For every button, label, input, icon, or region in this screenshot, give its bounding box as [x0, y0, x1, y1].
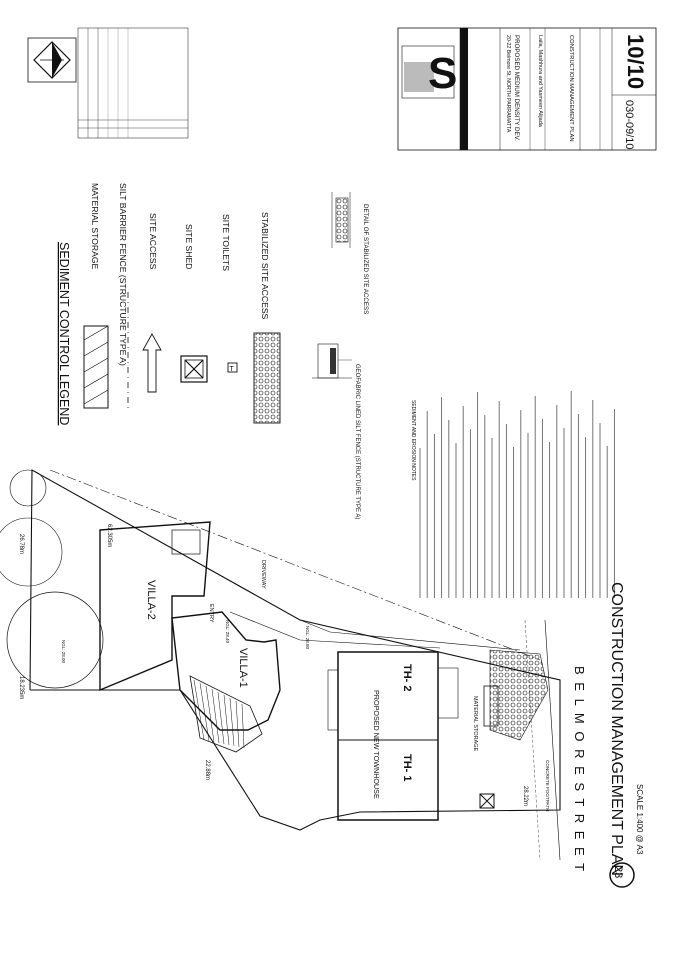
material-storage-symbol: [83, 325, 109, 409]
legend-label-silt-fence: SILT BARRIER FENCE (STRUCTURE TYPE A): [118, 183, 128, 366]
north-arrow-icon: [33, 41, 71, 79]
project-address: 20-22 Belmore St, NORTH PARRAMATTA: [505, 35, 511, 133]
site-plan: VILLA-2 VILLA-1 TH- 1 TH- 2 PROPOSED NEW…: [0, 469, 561, 861]
erosion-notes: SEDIMENT AND EROSION NOTES: [410, 391, 615, 598]
plan-site-shed-icon: [479, 793, 495, 809]
north-arrow-block: [27, 37, 77, 83]
stair-tread: [235, 700, 240, 748]
silt-fence-caption: GEOFABRIC LINED SILT FENCE (STRUCTURE TY…: [354, 364, 360, 519]
dim-front: 62.305m: [106, 524, 112, 547]
site-access-arrow-icon: [142, 333, 162, 393]
rl-label-c: NGL: 28.80: [305, 626, 310, 650]
title-block: S PROPOSED MEDIUM DENSITY DEV. 20-22 Bel…: [397, 27, 657, 151]
tree-circle: [6, 591, 104, 689]
label-footpath: CONCRETE FOOTPATH: [545, 760, 550, 811]
tree-circle: [0, 517, 63, 587]
revision-table: [77, 27, 189, 139]
dim-rear: 26.78m: [18, 534, 24, 554]
dim-rear-2: 18.235m: [18, 676, 24, 699]
stabilized-access-symbol: [253, 332, 281, 424]
stair-tread: [241, 703, 245, 749]
company-logo-text: S: [428, 49, 457, 98]
plan-material-storage: [483, 685, 499, 727]
drawing-title: CONSTRUCTION MANAGEMENT PLAN: [608, 582, 625, 876]
property-boundary: [29, 469, 561, 831]
stair-tread: [211, 688, 220, 744]
drawing-number: 23: [612, 866, 624, 878]
silt-fence-line: [49, 469, 541, 661]
company-logo: S: [401, 45, 457, 99]
legend-label-site-toilets: SITE TOILETS: [221, 214, 231, 271]
dim-street: 28.22m: [522, 786, 528, 806]
drawing-scale: SCALE 1:400 @ A3: [635, 784, 644, 855]
stair-tread: [229, 697, 235, 747]
label-villa-1: VILLA-1: [237, 648, 249, 688]
legend-label-site-access: SITE ACCESS: [148, 213, 158, 270]
townhouse-outline: [337, 651, 439, 821]
stabilized-access-detail: DETAIL OF STABILIZED SITE ACCESS: [331, 192, 369, 314]
drawing-number-circle: [609, 862, 635, 888]
label-material-storage: MATERIAL STORAGE: [472, 696, 478, 752]
stair-tread: [217, 691, 225, 745]
label-driveway: DRIVEWAY: [260, 560, 266, 589]
legend-title: SEDIMENT CONTROL LEGEND: [57, 242, 71, 425]
site-stabilized-access: [489, 649, 549, 741]
stair-tread: [205, 685, 215, 743]
svg-text:T: T: [230, 366, 235, 373]
silt-fence-detail: GEOFABRIC LINED SILT FENCE (STRUCTURE TY…: [312, 343, 360, 519]
tree-circle: [9, 469, 47, 507]
dim-side: 22.88m: [204, 760, 210, 780]
label-entry: ENTRY: [208, 604, 214, 623]
site-shed-symbol: [180, 355, 208, 383]
stair-tread: [193, 679, 205, 741]
legend-label-material-storage: MATERIAL STORAGE: [90, 183, 100, 270]
site-toilet-symbol: T: [227, 362, 238, 373]
villa-1-outline: [171, 611, 281, 731]
plan-car-space: [171, 529, 201, 555]
label-villa-2: VILLA-2: [145, 580, 157, 620]
label-th-2: TH- 2: [401, 664, 413, 692]
stair-tread: [199, 682, 210, 742]
rl-label-b: NGL: 28.40: [225, 620, 230, 644]
label-th-1: TH- 1: [401, 754, 413, 782]
job-number: 030-09/10: [623, 100, 635, 150]
legend-label-site-shed: SITE SHED: [184, 224, 194, 269]
street-name: B E L M O R E S T R E E T: [572, 666, 587, 873]
sheet-number: 10/10: [623, 34, 648, 89]
sediment-legend: SEDIMENT CONTROL LEGEND T: [57, 183, 281, 425]
project-name: PROPOSED MEDIUM DENSITY DEV.: [513, 35, 520, 141]
notes-title: SEDIMENT AND EROSION NOTES: [410, 400, 416, 481]
rl-label-a: NGL: 28.00: [61, 640, 66, 664]
stair-tread: [223, 694, 230, 746]
stair: [189, 675, 263, 753]
villa-2-outline: [99, 521, 211, 692]
client-name: Laila, Mashhura and Yasmeen Alijada: [537, 35, 543, 128]
stabilized-access-caption: DETAIL OF STABILIZED SITE ACCESS: [362, 204, 369, 314]
drawing-title-block: B E L M O R E S T R E E T 23 CONSTRUCTIO…: [572, 582, 644, 888]
label-townhouse: PROPOSED NEW TOWNHOUSE: [372, 690, 381, 799]
titleblock-drawing-title: CONSTRUCTION MANAGEMENT PLAN: [568, 35, 574, 142]
legend-label-stabilized-access: STABILIZED SITE ACCESS: [260, 212, 270, 320]
